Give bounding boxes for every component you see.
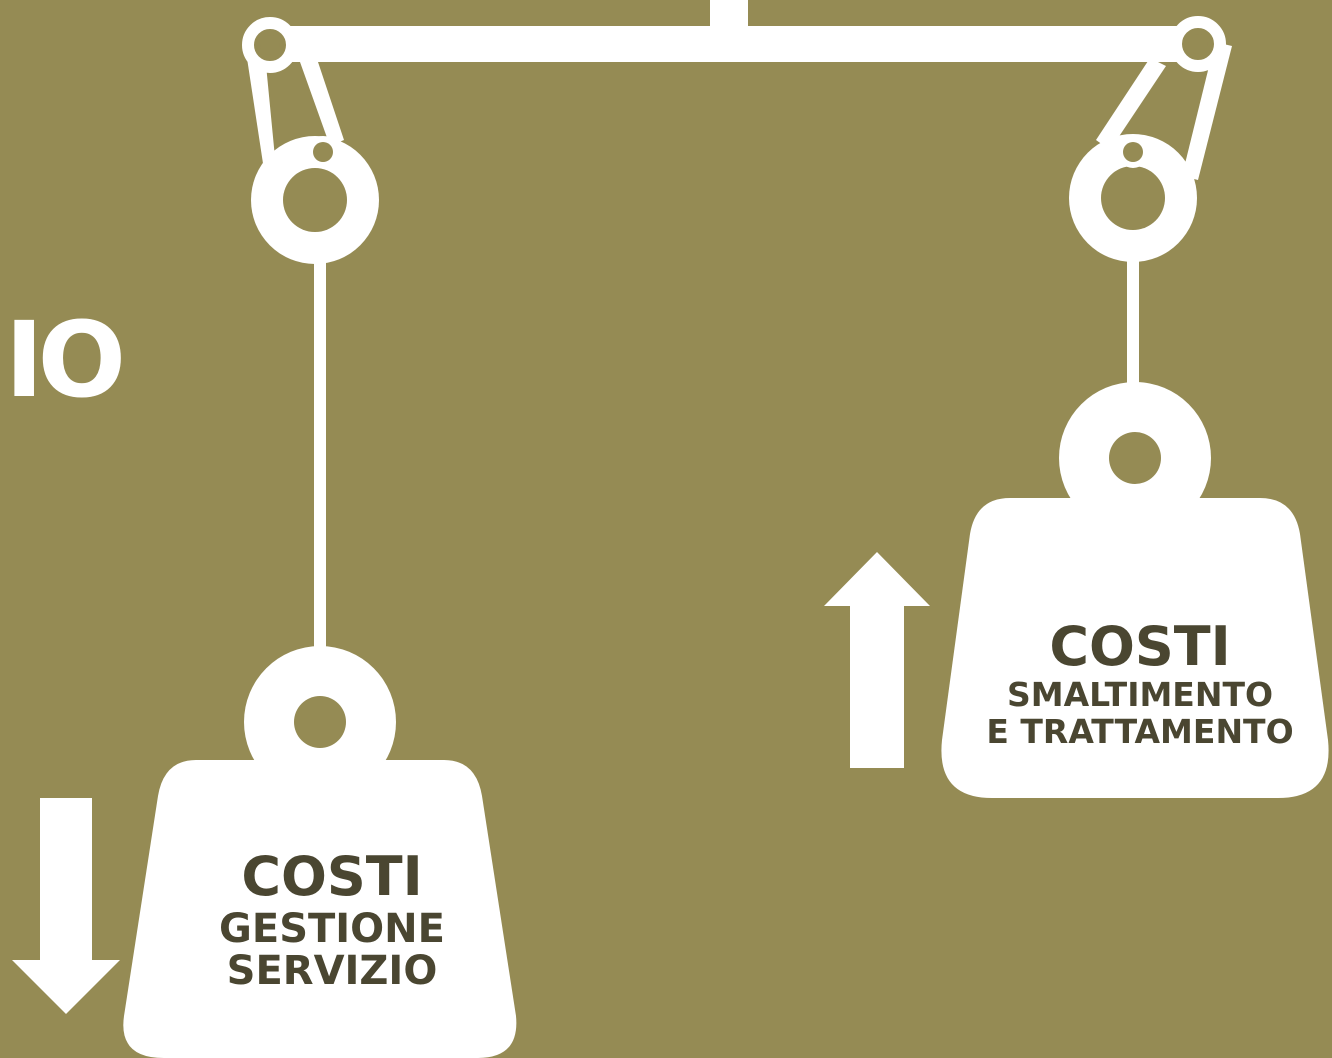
arrow-down-icon [12,798,120,1014]
right-weight-heading: COSTI [1049,615,1231,678]
right-weight [941,382,1329,798]
scale-beam [265,0,1205,62]
left-weight-label: COSTI GESTIONE SERVIZIO [184,845,480,994]
right-weight-line1: SMALTIMENTO [1006,675,1274,714]
right-weight-line2: E TRATTAMENTO [986,712,1294,751]
right-hanger [1069,16,1232,392]
left-weight-line1: GESTIONE [219,906,445,952]
arrow-up-icon [824,552,930,768]
right-weight-label: COSTI SMALTIMENTO E TRATTAMENTO [960,615,1320,751]
left-weight [123,646,517,1058]
left-weight-line2: SERVIZIO [226,948,438,994]
left-weight-heading: COSTI [241,845,423,908]
left-hanger [242,17,379,658]
partial-title-text: IO [4,299,126,421]
